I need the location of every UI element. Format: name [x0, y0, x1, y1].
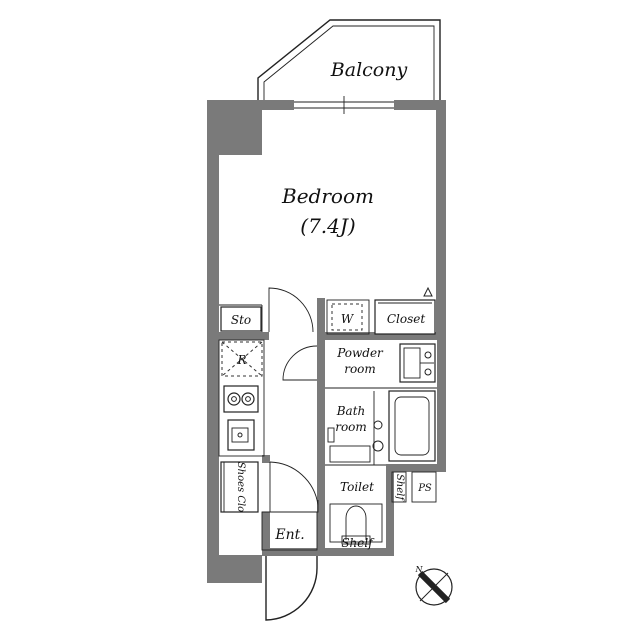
shelf-vertical-label: Shelf	[394, 474, 405, 502]
storage-label: Sto	[231, 313, 251, 327]
washer-label: W	[341, 312, 355, 326]
entrance	[261, 511, 318, 551]
entrance-label: Ent.	[274, 527, 304, 543]
bedroom	[219, 286, 433, 333]
bath-room-label-line1: Bath	[336, 404, 366, 418]
refrigerator-label: R	[236, 353, 246, 367]
pipe-space-label: PS	[417, 483, 432, 494]
bath-room	[325, 390, 436, 466]
powder-room-door	[282, 345, 318, 381]
powder-room	[325, 343, 437, 389]
kitchen	[218, 339, 265, 457]
toilet-icon	[345, 505, 367, 540]
powder-room-label-line2: room	[344, 362, 376, 376]
entrance-inner-door	[269, 461, 319, 512]
walls	[207, 100, 446, 583]
shoes-closet	[220, 461, 259, 513]
bath-room-label-line2: room	[335, 420, 367, 434]
toilet-room	[329, 471, 437, 545]
compass-icon	[415, 568, 453, 606]
bedroom-size-label: (7.4J)	[300, 214, 355, 238]
shoes-closet-label: Shoes Clo	[235, 462, 246, 512]
closet-label: Closet	[387, 312, 426, 326]
powder-room-label-line1: Powder	[336, 346, 384, 360]
balcony-label: Balcony	[330, 59, 408, 81]
closet	[374, 299, 436, 335]
balcony-window	[294, 96, 394, 114]
compass-north-label: N	[415, 565, 424, 574]
balcony-area	[257, 19, 441, 100]
washer-space	[326, 299, 370, 335]
stove-burner-icon	[241, 392, 255, 406]
entrance-door	[265, 556, 318, 621]
bedroom-label: Bedroom	[281, 184, 374, 208]
shelf-label: Shelf	[341, 536, 375, 550]
toilet-label: Toilet	[340, 480, 374, 494]
bathtub-icon	[388, 390, 436, 462]
storage-box	[220, 306, 262, 332]
stove-burner-icon	[227, 392, 241, 406]
